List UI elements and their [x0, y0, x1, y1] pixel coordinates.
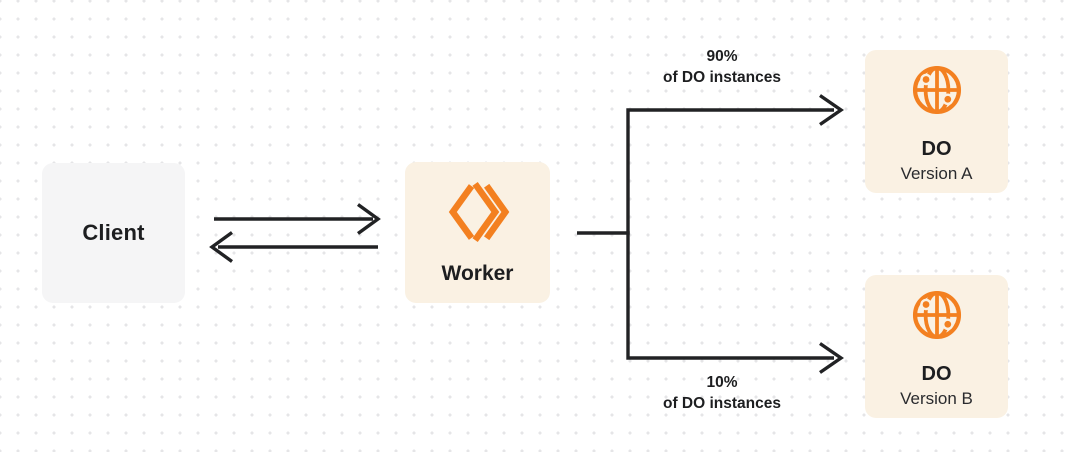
branch-a-caption: of DO instances [663, 69, 781, 86]
branch-b-caption: of DO instances [663, 395, 781, 412]
arrowhead-do-a [819, 94, 844, 126]
do-a-subtitle: Version A [900, 164, 973, 183]
durable-object-globe-icon [912, 65, 961, 115]
do-b-title: DO [921, 363, 952, 385]
do-version-a-node: DO Version A [865, 50, 1008, 193]
client-node: Client [42, 163, 185, 303]
worker-node: Worker [405, 162, 550, 303]
cloudflare-workers-chevrons-icon [448, 182, 509, 242]
arrow-worker-to-client [209, 231, 378, 263]
branch-a-label: 90% of DO instances [612, 46, 832, 88]
do-a-title: DO [921, 138, 952, 160]
client-label: Client [82, 220, 145, 245]
do-version-b-node: DO Version B [865, 275, 1008, 418]
arrowhead-do-b [819, 342, 844, 374]
arrow-client-to-worker [214, 203, 381, 235]
branch-connector [577, 94, 844, 374]
durable-object-globe-icon [912, 290, 961, 340]
branch-b-percent: 10% [706, 374, 738, 391]
worker-label: Worker [441, 262, 514, 285]
branch-b-label: 10% of DO instances [612, 372, 832, 414]
do-b-subtitle: Version B [900, 389, 973, 408]
branch-a-percent: 90% [706, 48, 738, 65]
